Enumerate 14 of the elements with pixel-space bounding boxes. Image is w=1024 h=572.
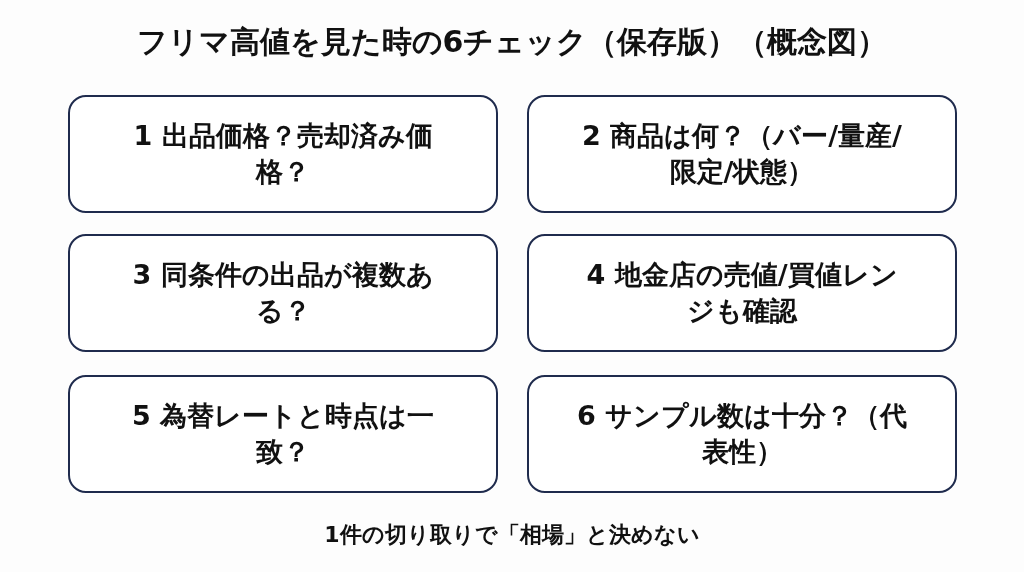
check-card [68, 234, 498, 352]
title: フリマ高値を見た時の6チェック（保存版）（概念図） [135, 23, 889, 61]
check-text: 3 同条件の出品が複数ある？ [131, 257, 435, 328]
check-text: 1 出品価格？売却済み価格？ [132, 118, 434, 189]
check-card [527, 375, 957, 493]
check-card [68, 95, 498, 213]
caption: 1件の切り取りで「相場」と決めない [323, 521, 701, 549]
check-text: 4 地金店の売値/買値レンジも確認 [585, 257, 899, 328]
check-text: 5 為替レートと時点は一致？ [130, 398, 436, 469]
check-text: 2 商品は何？（バー/量産/限定/状態） [581, 118, 903, 189]
check-card [527, 95, 957, 213]
check-card [527, 234, 957, 352]
check-text: 6 サンプル数は十分？（代表性） [575, 398, 909, 469]
check-card [68, 375, 498, 493]
